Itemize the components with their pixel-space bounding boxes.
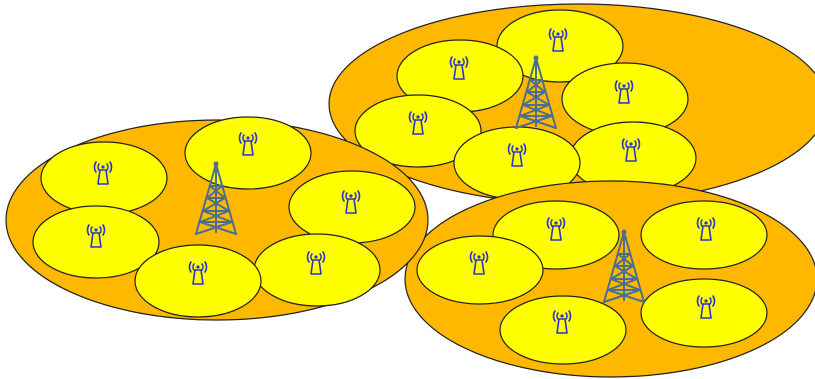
small-cell [184,116,312,190]
small-cell [134,244,262,318]
small-cell [496,9,624,83]
macro-cell-bottom-right [404,180,815,378]
small-cell [640,278,768,348]
small-cell [40,141,168,215]
small-cell [640,200,768,270]
macro-cell-left [5,116,429,321]
small-cell [253,233,381,307]
small-cell [288,170,416,244]
small-cell [499,295,627,365]
small-cell [416,235,544,305]
small-cell [354,94,482,168]
small-cell [32,205,160,279]
macro-cell-top-right [328,3,815,205]
